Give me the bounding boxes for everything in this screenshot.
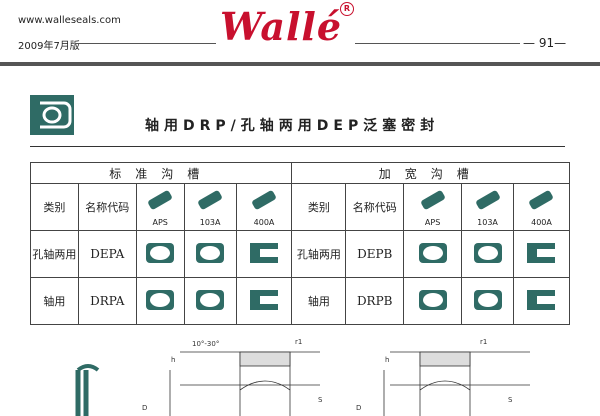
angle-label: 10°-30° xyxy=(192,340,219,348)
d-label-wide: D xyxy=(356,404,361,412)
seal-profile-icon xyxy=(461,230,514,278)
h-label-wide: h xyxy=(385,356,389,364)
groove-label: 400A xyxy=(253,218,275,227)
400a-groove-icon xyxy=(252,190,276,210)
table-row: 孔轴两用 DEPA 孔轴两用 DEPB xyxy=(30,230,571,278)
seal-profile-icon xyxy=(512,230,571,278)
groove-label: 103A xyxy=(199,218,221,227)
s-label-wide: S xyxy=(508,396,513,404)
header-rule-right xyxy=(355,43,520,44)
seal-profile-icon xyxy=(403,230,463,278)
row-category: 轴用 xyxy=(30,277,79,325)
103a-groove-icon xyxy=(475,190,500,210)
radius-label: r1 xyxy=(295,338,302,346)
seal-profile-icon xyxy=(235,277,293,325)
seal-cross-section-icon xyxy=(75,364,100,416)
seal-profile-icon xyxy=(235,230,293,278)
seal-profile-icon xyxy=(183,277,237,325)
row-category-wide: 孔轴两用 xyxy=(291,230,347,278)
groove-103a: 103A xyxy=(183,183,237,231)
aps-groove-icon xyxy=(420,190,445,210)
section-title: 轴用DRP/孔轴两用DEP泛塞密封 xyxy=(145,118,440,134)
groove-label: 400A xyxy=(531,218,552,227)
row-code-wide: DEPB xyxy=(345,230,405,278)
seal-profile-icon xyxy=(512,277,571,325)
groove-label: 103A xyxy=(477,218,498,227)
groove-drawing-standard xyxy=(169,351,320,416)
header-code: 名称代码 xyxy=(77,183,137,231)
table-row: 轴用 DRPA 轴用 DRPB xyxy=(30,277,571,325)
header-bar xyxy=(0,62,600,66)
groove-label: APS xyxy=(424,218,441,227)
seal-profile-icon xyxy=(183,230,237,278)
header-code-wide: 名称代码 xyxy=(345,183,405,231)
page-number: — 91— xyxy=(523,36,567,50)
groove-400a: 400A xyxy=(235,183,293,231)
seal-profile-icon xyxy=(135,277,185,325)
400a-groove-icon xyxy=(529,190,554,210)
h-label: h xyxy=(171,356,175,364)
title-rule xyxy=(30,146,565,147)
seal-profile-icon xyxy=(135,230,185,278)
groove-aps-wide: APS xyxy=(403,183,463,231)
header-rule-left xyxy=(76,43,216,44)
d-label: D xyxy=(142,404,147,412)
row-code-wide: DRPB xyxy=(345,277,405,325)
registered-mark: R xyxy=(340,2,354,16)
row-category: 孔轴两用 xyxy=(30,230,79,278)
groove-drawings: 10°-30° r1 h D S r1 h D S xyxy=(75,338,530,416)
groove-label: APS xyxy=(152,218,168,227)
edition-date: 2009年7月版 xyxy=(18,41,80,52)
header-category: 类别 xyxy=(30,183,79,231)
seal-logo-icon xyxy=(30,95,74,135)
groove-400a-wide: 400A xyxy=(512,183,571,231)
brand-logo: Wallé xyxy=(220,4,343,49)
seal-profile-icon xyxy=(403,277,463,325)
radius-label-wide: r1 xyxy=(480,338,487,346)
s-label: S xyxy=(318,396,323,404)
row-code: DEPA xyxy=(77,230,137,278)
group-standard-groove: 标准沟槽 xyxy=(29,162,293,184)
103a-groove-icon xyxy=(198,190,222,210)
groove-aps: APS xyxy=(135,183,185,231)
website-url: www.walleseals.com xyxy=(18,15,121,26)
aps-groove-icon xyxy=(148,190,172,210)
seal-spec-table: 标准沟槽 加宽沟槽 类别 名称代码 APS 103A 400A 类别 名称代码 … xyxy=(29,162,571,325)
groove-103a-wide: 103A xyxy=(461,183,514,231)
groove-drawing-wide xyxy=(383,351,530,416)
header-category-wide: 类别 xyxy=(291,183,347,231)
seal-profile-icon xyxy=(461,277,514,325)
row-category-wide: 轴用 xyxy=(291,277,347,325)
row-code: DRPA xyxy=(77,277,137,325)
group-wide-groove: 加宽沟槽 xyxy=(291,162,570,184)
